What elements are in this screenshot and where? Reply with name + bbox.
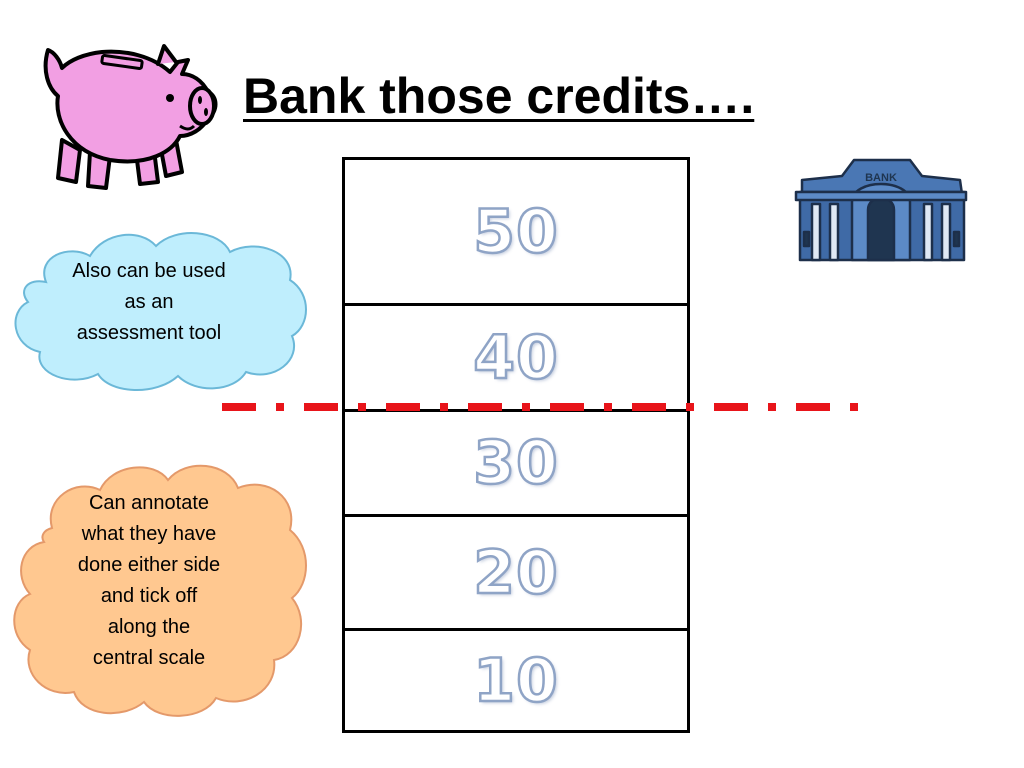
scale-cell-10: 10 bbox=[345, 631, 687, 730]
cloud-shape bbox=[14, 232, 307, 391]
scale-value: 30 bbox=[472, 428, 559, 498]
scale-value: 10 bbox=[472, 645, 559, 716]
credit-scale: 50 40 30 20 10 bbox=[342, 157, 690, 733]
scale-cell-20: 20 bbox=[345, 517, 687, 631]
scale-value: 50 bbox=[472, 196, 559, 267]
note-line: what they have bbox=[81, 523, 217, 545]
note-line: along the bbox=[107, 616, 191, 638]
slide-title: Bank those credits…. bbox=[243, 68, 755, 124]
cloud-shape bbox=[13, 464, 307, 717]
scale-value: 20 bbox=[472, 537, 559, 608]
note-cloud-orange: Can annotate what they have done either … bbox=[8, 458, 310, 720]
note-orange-text: Can annotate what they have done either … bbox=[8, 488, 290, 674]
note-line: done either side bbox=[77, 554, 221, 576]
bank-sign: BANK bbox=[865, 172, 897, 184]
scale-cell-40: 40 bbox=[345, 306, 687, 412]
note-line: assessment tool bbox=[76, 322, 222, 344]
note-cloud-blue: Also can be used as an assessment tool bbox=[6, 222, 312, 392]
note-line: Also can be used bbox=[72, 260, 226, 282]
note-line: and tick off bbox=[100, 585, 198, 607]
note-line: as an bbox=[124, 291, 174, 313]
scale-value: 40 bbox=[472, 322, 559, 393]
scale-cell-50: 50 bbox=[345, 160, 687, 306]
note-line: central scale bbox=[92, 647, 206, 669]
bank-building-icon: BANK bbox=[794, 158, 968, 262]
piggy-bank-icon bbox=[43, 44, 218, 190]
note-blue-text: Also can be used as an assessment tool bbox=[6, 256, 292, 349]
scale-cell-30: 30 bbox=[345, 412, 687, 517]
note-line: Can annotate bbox=[88, 492, 210, 514]
